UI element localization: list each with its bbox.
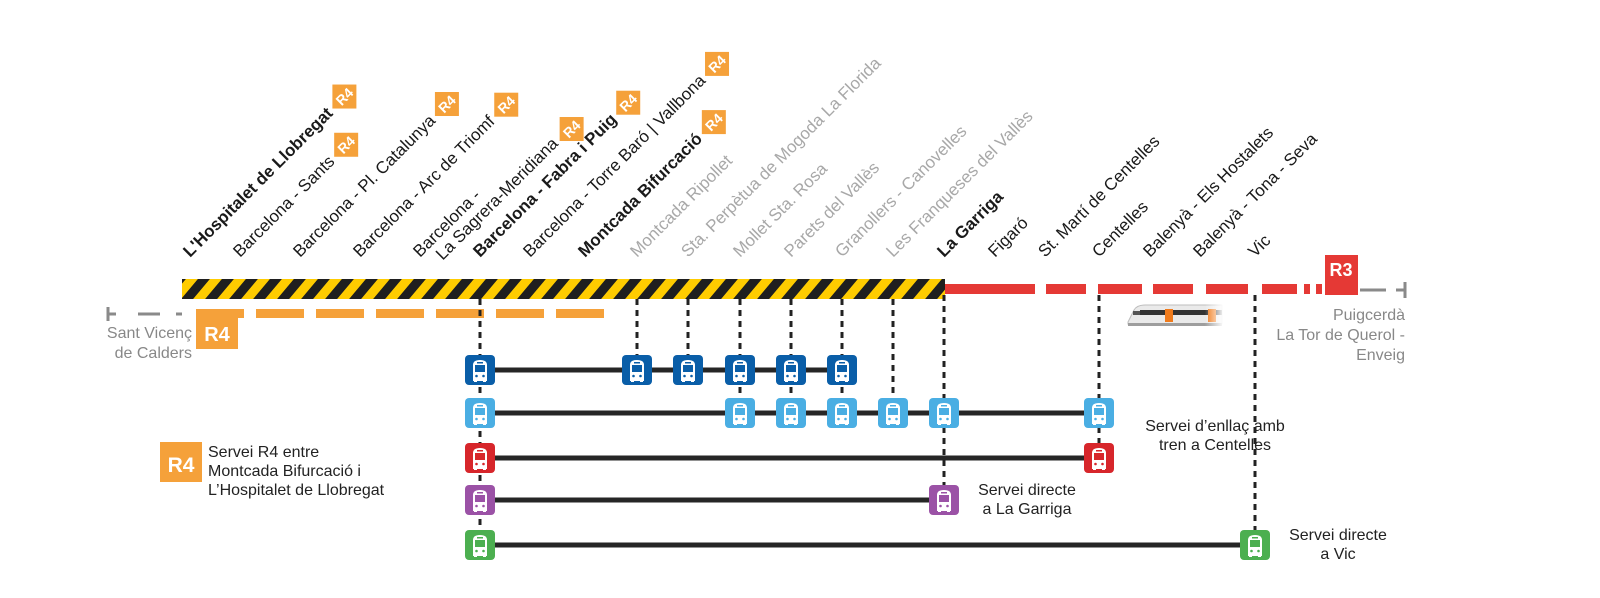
bus-service-captions: Servei d’enllaç amb tren a CentellesServe…	[978, 418, 1387, 563]
west-extension-line	[106, 307, 182, 321]
bus-icon	[1240, 530, 1270, 560]
bus-service-caption: a La Garriga	[983, 501, 1072, 518]
bus-icon	[465, 355, 495, 385]
bus-icon	[1084, 443, 1114, 473]
station-name: Vic	[1244, 231, 1274, 261]
r4-badge: R4	[616, 91, 640, 115]
east-terminus-line1: Puigcerdà	[1333, 307, 1405, 324]
r3-dash	[1304, 284, 1310, 294]
r3-badge	[1325, 255, 1358, 295]
station-name: Mollet Sta. Rosa	[729, 159, 831, 261]
commuter-train-icon	[1127, 303, 1224, 328]
r3-dash	[945, 284, 1035, 294]
bus-icon	[725, 355, 755, 385]
r4-dash	[376, 309, 424, 318]
r4-badge: R4	[701, 110, 726, 135]
r4-badge: R4	[559, 117, 584, 142]
bus-icon	[622, 355, 652, 385]
r4-badge: R4	[434, 92, 459, 117]
r3-dash	[1153, 284, 1193, 294]
west-terminus-line2: de Calders	[115, 345, 192, 362]
east-terminus-line3: Enveig	[1356, 347, 1405, 364]
legend: R4 Servei R4 entre Montcada Bifurcació i…	[160, 442, 385, 499]
station-10: Mollet Sta. Rosa	[729, 159, 831, 261]
bus-service-row	[465, 398, 1114, 428]
legend-text-line3: L’Hospitalet de Llobregat	[208, 482, 385, 499]
bus-service-row	[465, 485, 959, 515]
legend-text-line1: Servei R4 entre	[208, 444, 319, 461]
bus-connectors	[478, 295, 1257, 531]
bus-icon	[878, 398, 908, 428]
legend-r4-badge	[160, 442, 202, 482]
bus-service-row	[465, 355, 857, 385]
disrupted-section	[182, 279, 945, 299]
r3-dash	[1098, 284, 1142, 294]
east-extension-line	[1360, 282, 1407, 298]
r4-badge: R4	[494, 93, 518, 117]
bus-icon	[465, 530, 495, 560]
bus-icon	[465, 485, 495, 515]
r4-terminus-badge	[196, 309, 238, 349]
bus-service-row	[465, 443, 1114, 473]
r3-line	[945, 284, 1358, 294]
r4-dash	[556, 309, 604, 318]
r4-line	[196, 309, 604, 318]
bus-services	[465, 355, 1270, 560]
bus-service-caption: Servei directe	[978, 482, 1076, 499]
bus-icon	[465, 443, 495, 473]
bus-icon	[827, 355, 857, 385]
bus-service-caption: Servei d’enllaç amb	[1145, 418, 1285, 435]
r4-badge: R4	[334, 133, 358, 157]
bus-icon	[929, 398, 959, 428]
r4-badge: R4	[705, 52, 729, 76]
station-name: Figaró	[984, 213, 1032, 261]
bus-service-caption: a Vic	[1320, 546, 1355, 563]
bus-service-caption: Servei directe	[1289, 527, 1387, 544]
station-name: Parets del Vallès	[780, 158, 883, 261]
east-terminus-line2: La Tor de Querol -	[1276, 327, 1405, 344]
r4-terminus-badge-label: R4	[204, 324, 230, 346]
bus-icon	[465, 398, 495, 428]
bus-icon	[929, 485, 959, 515]
bus-icon	[673, 355, 703, 385]
bus-service-caption: tren a Centelles	[1159, 437, 1271, 454]
legend-text-line2: Montcada Bifurcació i	[208, 463, 361, 480]
bus-icon	[776, 398, 806, 428]
r3-dash	[1046, 284, 1086, 294]
legend-r4-badge-label: R4	[168, 454, 195, 477]
west-terminus-line1: Sant Vicenç	[107, 325, 192, 342]
station-11: Parets del Vallès	[780, 158, 883, 261]
r3-dash	[1262, 284, 1297, 294]
bus-icon	[1084, 398, 1114, 428]
r3-dash	[1206, 284, 1248, 294]
bus-icon	[827, 398, 857, 428]
bus-icon	[776, 355, 806, 385]
r4-dash	[316, 309, 364, 318]
bus-service-row	[465, 530, 1270, 560]
r4-dash	[256, 309, 304, 318]
station-20: Vic	[1244, 231, 1274, 261]
station-15: Figaró	[984, 213, 1032, 261]
r4-dash	[436, 309, 484, 318]
r4-dash	[496, 309, 544, 318]
r4-badge: R4	[332, 84, 357, 109]
r3-dash	[1316, 284, 1322, 294]
bus-icon	[725, 398, 755, 428]
r3-badge-label: R3	[1329, 260, 1352, 280]
